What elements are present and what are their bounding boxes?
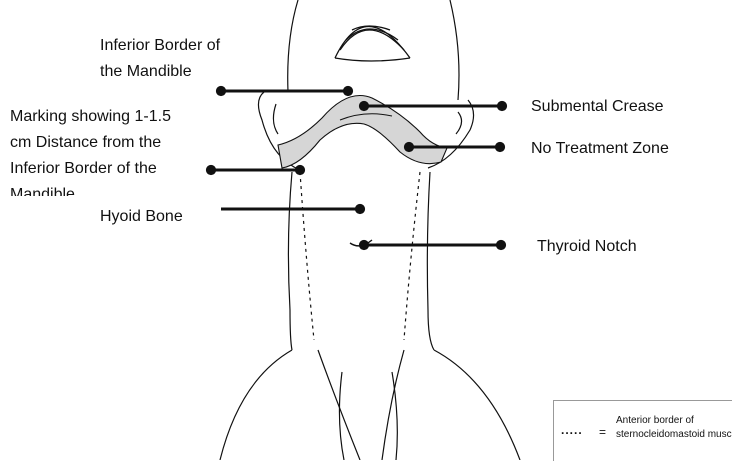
leader-mandible-dot-left: [217, 87, 224, 94]
label-line: Inferior Border of the: [10, 156, 171, 182]
label-line: cm Distance from the: [10, 130, 171, 156]
label-marking-distance: Marking showing 1-1.5 cm Distance from t…: [10, 104, 171, 196]
leader-submental-dot-right: [498, 102, 505, 109]
legend-line: Anterior border of: [616, 414, 732, 428]
legend: ..... = Anterior border of sternocleidom…: [553, 400, 732, 461]
neck-outline: [220, 172, 520, 460]
label-line: Marking showing 1-1.5: [10, 104, 171, 130]
leader-marking-dot-right: [296, 166, 303, 173]
leader-mandible-dot-right: [344, 87, 351, 94]
leader-submental-dot-left: [360, 102, 367, 109]
leader-no-treatment-dot-left: [405, 143, 412, 150]
label-line: Inferior Border of: [100, 33, 220, 59]
sternocleidomastoid-border: [300, 172, 420, 340]
legend-equals: =: [599, 425, 606, 439]
label-line: the Mandible: [100, 59, 220, 85]
leader-thyroid-dot-right: [497, 241, 504, 248]
label-submental-crease: Submental Crease: [531, 94, 664, 120]
label-hyoid-bone: Hyoid Bone: [100, 204, 183, 230]
label-inferior-border-mandible: Inferior Border of the Mandible: [100, 33, 220, 85]
leader-hyoid-dot-right: [356, 205, 363, 212]
label-no-treatment-zone: No Treatment Zone: [531, 136, 669, 162]
legend-text: Anterior border of sternocleidomastoid m…: [616, 414, 732, 442]
legend-symbol: .....: [561, 423, 583, 437]
legend-line: sternocleidomastoid muscle: [616, 428, 732, 442]
leader-no-treatment-dot-right: [496, 143, 503, 150]
leader-marking-dot-left: [207, 166, 214, 173]
chin-outline: [335, 26, 410, 61]
label-line: Mandible: [10, 182, 171, 196]
label-thyroid-notch: Thyroid Notch: [537, 234, 637, 260]
leader-thyroid-dot-left: [360, 241, 367, 248]
